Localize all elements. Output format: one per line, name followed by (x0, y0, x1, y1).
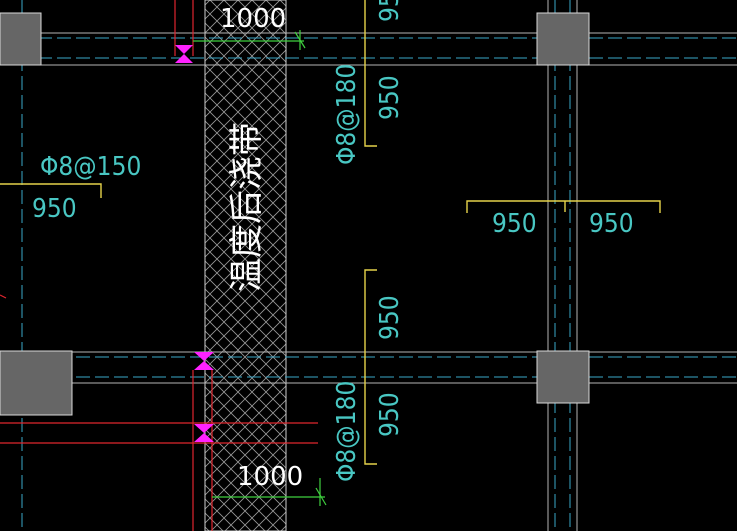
red-rebar-lines (0, 0, 318, 531)
right-span-left-label: 950 (492, 209, 537, 239)
bottom-span-a-label: 950 (375, 295, 405, 340)
splice-markers (175, 45, 214, 442)
column-top-left (0, 12, 42, 66)
column-top-right (536, 12, 590, 66)
top-span-b-label: 950 (375, 75, 405, 120)
top-rebar-label: Φ8@180 (332, 64, 362, 165)
column-bottom-right (536, 350, 590, 404)
top-span-a-label: 950 (375, 0, 405, 22)
band-label: 温度后浇带 (227, 122, 267, 292)
right-span-right-label: 950 (589, 209, 634, 239)
bottom-span-b-label: 950 (375, 392, 405, 437)
bottom-rebar-label: Φ8@180 (332, 381, 362, 482)
bottom-dimension-label: 1000 (237, 462, 303, 492)
green-dimensions (193, 30, 327, 506)
yellow-dimensions (0, 0, 661, 465)
top-dimension-label: 1000 (220, 4, 286, 34)
left-rebar-label: Φ8@150 (40, 152, 141, 182)
left-span-label: 950 (32, 194, 77, 224)
column-bottom-left (0, 350, 73, 416)
